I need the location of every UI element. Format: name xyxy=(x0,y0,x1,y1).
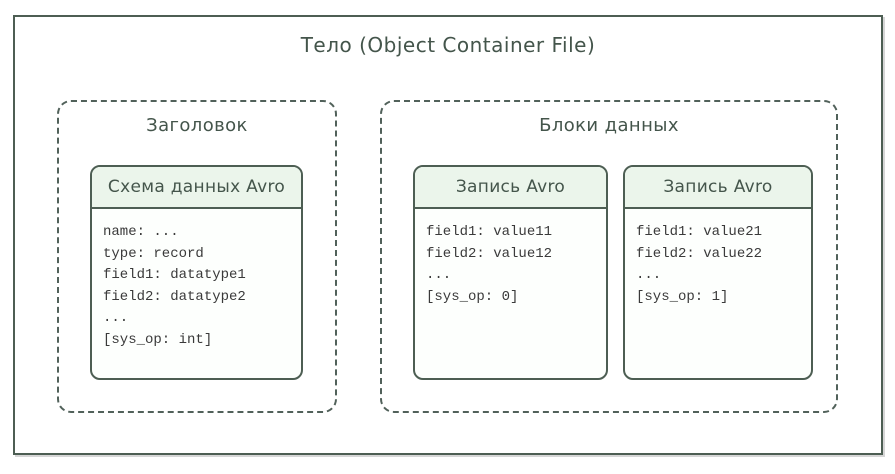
data-blocks-section-title: Блоки данных xyxy=(539,115,679,136)
code-line: field2: value22 xyxy=(636,245,763,262)
code-line: [sys_op: int] xyxy=(103,331,213,348)
data-blocks-section: Блоки данных Запись Avro field1: value11… xyxy=(380,100,838,413)
avro-record-box-1-title: Запись Avro xyxy=(415,167,606,209)
code-line: [sys_op: 0] xyxy=(426,288,519,305)
avro-schema-box-title: Схема данных Avro xyxy=(92,167,301,209)
code-line: ... xyxy=(426,267,452,283)
avro-record-box-1: Запись Avro field1: value11 field2: valu… xyxy=(413,165,608,380)
code-line: ... xyxy=(103,310,129,326)
code-line: type: record xyxy=(103,245,204,262)
code-line: [sys_op: 1] xyxy=(636,288,729,305)
object-container-file-box: Тело (Object Container File) Заголовок С… xyxy=(13,15,883,455)
diagram-title: Тело (Object Container File) xyxy=(300,33,596,57)
header-section: Заголовок Схема данных Avro name: ... ty… xyxy=(57,100,337,413)
code-line: field2: datatype2 xyxy=(103,288,246,305)
code-line: ... xyxy=(636,267,662,283)
avro-record-box-2: Запись Avro field1: value21 field2: valu… xyxy=(623,165,813,380)
code-line: name: ... xyxy=(103,224,179,240)
code-line: field1: datatype1 xyxy=(103,267,246,283)
avro-record-box-2-body: field1: value21 field2: value22 ... [sys… xyxy=(625,209,811,321)
avro-record-box-1-body: field1: value11 field2: value12 ... [sys… xyxy=(415,209,606,321)
code-line: field1: value11 xyxy=(426,224,553,240)
avro-schema-box: Схема данных Avro name: ... type: record… xyxy=(90,165,303,380)
avro-schema-box-body: name: ... type: record field1: datatype1… xyxy=(92,209,301,364)
avro-record-box-2-title: Запись Avro xyxy=(625,167,811,209)
header-section-title: Заголовок xyxy=(146,115,248,136)
code-line: field2: value12 xyxy=(426,245,553,262)
code-line: field1: value21 xyxy=(636,224,763,240)
